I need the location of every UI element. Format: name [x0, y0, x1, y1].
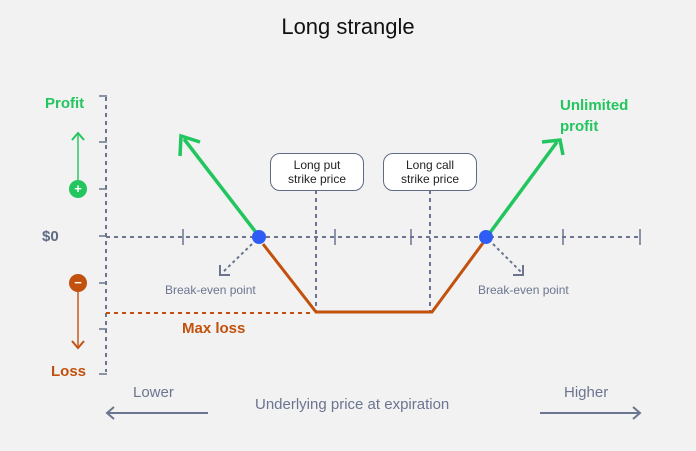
break-even-dot-left [252, 230, 266, 244]
profit-label: Profit [45, 95, 85, 112]
unlimited-profit-label: Unlimited profit [560, 97, 629, 135]
put-strike-box: Long put strike price [270, 153, 364, 191]
chart-title: Long strangle [281, 14, 415, 39]
plus-icon [69, 180, 87, 198]
minus-symbol: − [74, 275, 82, 290]
break-even-dot-right [479, 230, 493, 244]
loss-label: Loss [51, 363, 87, 380]
minus-icon [69, 274, 87, 292]
higher-label: Higher [564, 384, 609, 401]
call-strike-box: Long call strike price [383, 153, 477, 191]
plus-symbol: + [74, 181, 82, 196]
break-even-left-label: Break-even point [165, 283, 256, 297]
break-even-right-label: Break-even point [478, 283, 569, 297]
x-axis-label: Underlying price at expiration [255, 396, 450, 413]
max-loss-label: Max loss [182, 320, 246, 337]
zero-label: $0 [42, 228, 59, 245]
lower-label: Lower [133, 384, 174, 401]
